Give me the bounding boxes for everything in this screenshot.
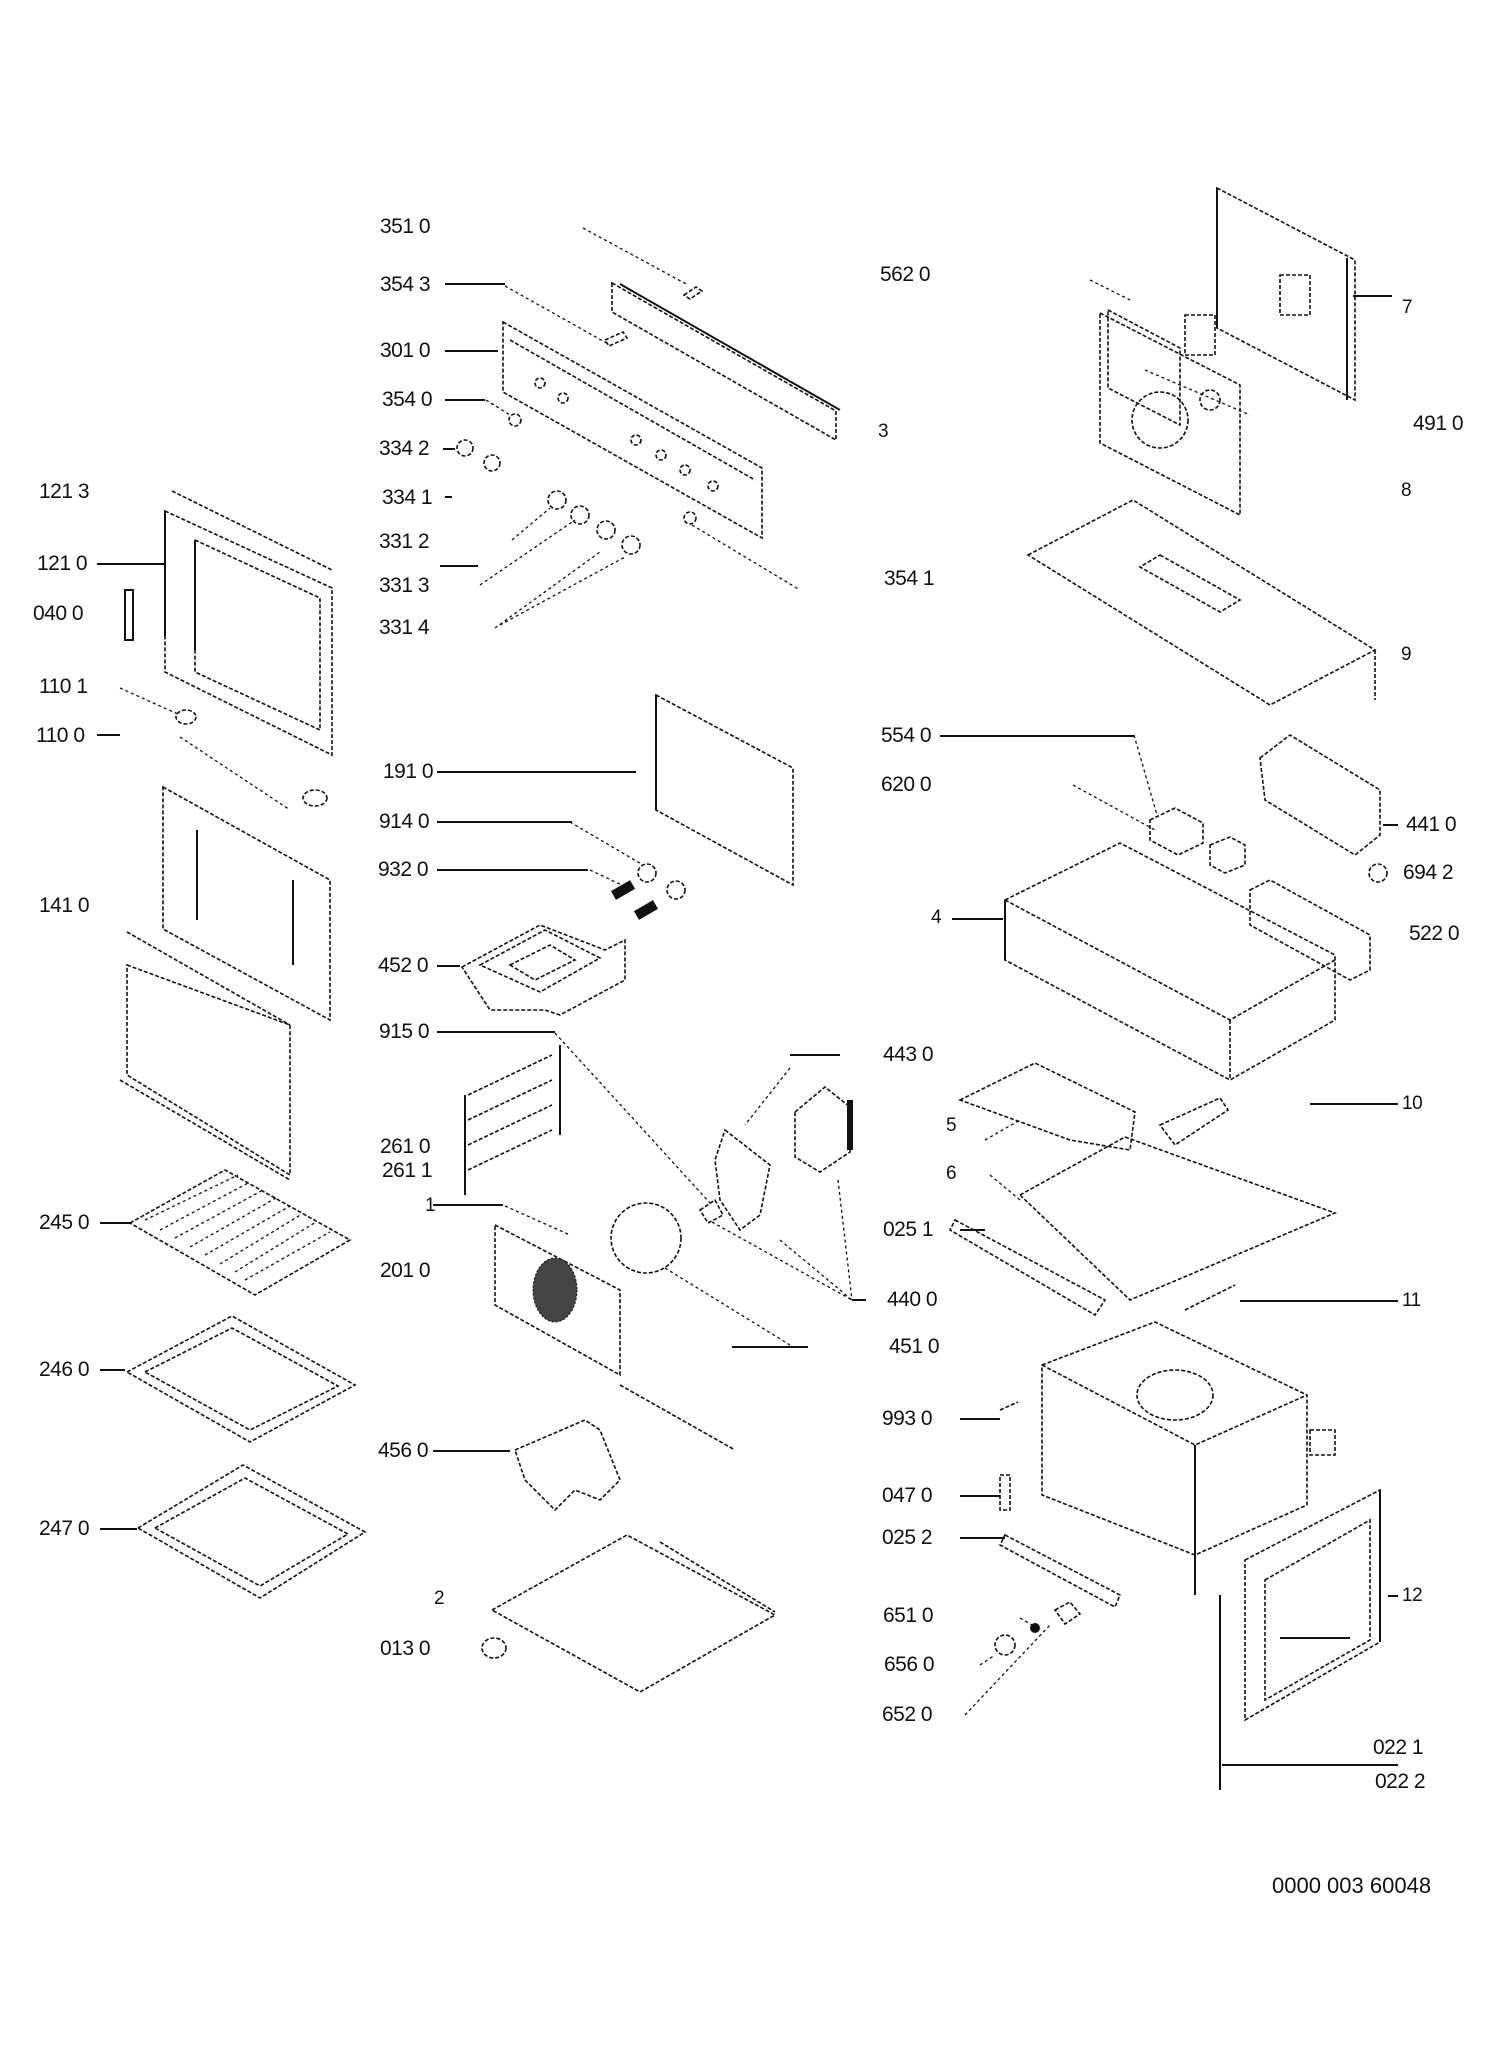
group-label-1: 1 <box>425 1195 436 1216</box>
part-label-656-0: 656 0 <box>884 1653 935 1676</box>
part-label-331-4: 331 4 <box>379 616 430 639</box>
deep-tray-part <box>136 1464 367 1599</box>
part-label-025-1: 025 1 <box>883 1218 934 1241</box>
part-label-141-0: 141 0 <box>39 894 90 917</box>
group-label-11: 11 <box>1402 1290 1421 1311</box>
part-label-491-0: 491 0 <box>1413 412 1464 435</box>
part-label-522-0: 522 0 <box>1409 922 1460 945</box>
part-label-331-3: 331 3 <box>379 574 430 597</box>
part-label-354-3: 354 3 <box>380 273 431 296</box>
switch-part <box>1072 734 1246 874</box>
fan-assembly-part <box>610 1067 853 1346</box>
thermostat-part <box>964 1600 1082 1716</box>
back-panel-part <box>1089 186 1356 517</box>
bottom-plate-part <box>481 1534 777 1693</box>
wire-rack-part <box>128 1169 352 1296</box>
part-label-301-0: 301 0 <box>380 339 431 362</box>
part-label-354-1: 354 1 <box>884 567 935 590</box>
part-label-246-0: 246 0 <box>39 1358 90 1381</box>
group-label-9: 9 <box>1401 644 1412 665</box>
group-label-6: 6 <box>946 1163 957 1184</box>
part-label-620-0: 620 0 <box>881 773 932 796</box>
part-label-441-0: 441 0 <box>1406 813 1457 836</box>
part-label-452-0: 452 0 <box>378 954 429 977</box>
base-frame-part <box>1004 842 1336 1081</box>
part-label-025-2: 025 2 <box>882 1526 933 1549</box>
part-label-110-0: 110 0 <box>36 724 85 747</box>
oven-door-part <box>1219 1488 1381 1790</box>
part-label-334-1: 334 1 <box>382 486 433 509</box>
part-label-040-0: 040 0 <box>33 602 84 625</box>
part-label-652-0: 652 0 <box>882 1703 933 1726</box>
part-label-651-0: 651 0 <box>883 1604 934 1627</box>
part-label-351-0: 351 0 <box>380 215 431 238</box>
baking-tray-part <box>125 1315 357 1443</box>
part-label-932-0: 932 0 <box>378 858 429 881</box>
leader-lines <box>97 283 1398 1766</box>
part-label-331-2: 331 2 <box>379 530 430 553</box>
shelf-plate-part <box>957 1062 1136 1151</box>
group-label-5: 5 <box>946 1115 957 1136</box>
part-label-247-0: 247 0 <box>39 1517 90 1540</box>
fan-housing-part <box>1249 734 1388 981</box>
part-label-562-0: 562 0 <box>880 263 931 286</box>
part-label-121-0: 121 0 <box>37 552 88 575</box>
part-label-440-0: 440 0 <box>887 1288 938 1311</box>
part-label-201-0: 201 0 <box>380 1259 431 1282</box>
group-label-2: 2 <box>434 1588 445 1609</box>
part-label-993-0: 993 0 <box>882 1407 933 1430</box>
part-label-456-0: 456 0 <box>378 1439 429 1462</box>
bracket-part <box>1158 1096 1230 1147</box>
document-code: 0000 003 60048 <box>1272 1873 1432 1898</box>
group-label-8: 8 <box>1401 480 1412 501</box>
part-label-022-1: 022 1 <box>1373 1736 1424 1759</box>
part-label-013-0: 013 0 <box>380 1637 431 1660</box>
part-label-110-1: 110 1 <box>39 675 88 698</box>
group-label-12: 12 <box>1402 1585 1423 1606</box>
glass-panel-part <box>655 693 794 887</box>
side-rail-part <box>998 1533 1122 1609</box>
part-label-261-0: 261 0 <box>380 1135 431 1158</box>
part-label-261-1: 261 1 <box>382 1159 433 1182</box>
part-label-121-3: 121 3 <box>39 480 90 503</box>
part-label-915-0: 915 0 <box>379 1020 430 1043</box>
part-label-354-0: 354 0 <box>382 388 433 411</box>
part-label-191-0: 191 0 <box>383 760 434 783</box>
back-wall-part <box>494 1205 621 1377</box>
part-label-047-0: 047 0 <box>882 1484 933 1507</box>
oven-cavity-part <box>999 1321 1336 1595</box>
group-label-10: 10 <box>1402 1093 1423 1114</box>
group-label-4: 4 <box>931 907 942 928</box>
group-label-7: 7 <box>1402 297 1413 318</box>
group-label-3: 3 <box>878 421 889 442</box>
control-panel-part <box>456 227 841 629</box>
bottom-element-part <box>514 1384 736 1512</box>
part-label-022-2: 022 2 <box>1375 1770 1426 1793</box>
part-label-245-0: 245 0 <box>39 1211 90 1234</box>
part-label-443-0: 443 0 <box>883 1043 934 1066</box>
door-frame-part <box>119 490 333 1181</box>
top-cover-part <box>1026 499 1377 706</box>
part-label-554-0: 554 0 <box>881 724 932 747</box>
part-label-334-2: 334 2 <box>379 437 430 460</box>
part-label-451-0: 451 0 <box>889 1335 940 1358</box>
tray-plate-part <box>948 1136 1338 1317</box>
part-label-694-2: 694 2 <box>1403 861 1454 884</box>
grill-element-part <box>460 821 686 1016</box>
shelf-support-part <box>464 1032 711 1204</box>
part-label-914-0: 914 0 <box>379 810 430 833</box>
